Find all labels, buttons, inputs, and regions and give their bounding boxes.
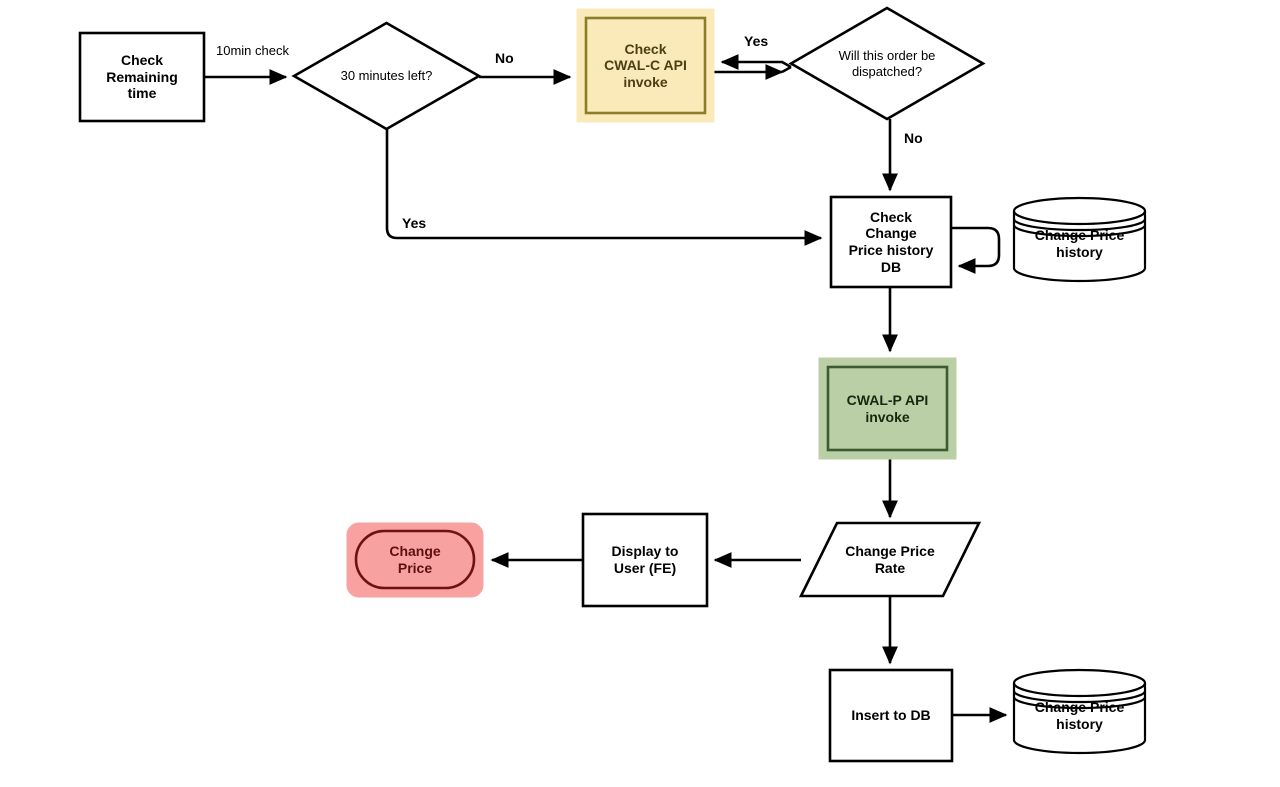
- edge-label-no-right: No: [904, 130, 923, 146]
- node-display-to-user-fe[interactable]: [581, 512, 709, 608]
- edge-checkdb-self-loop: [951, 226, 1001, 275]
- edge-label-yes-left: Yes: [402, 215, 427, 231]
- node-change-price[interactable]: [346, 522, 484, 598]
- node-check-remaining-time[interactable]: [78, 31, 206, 123]
- connectors-group: Check CWAL-C API invoke --> Check Change…: [204, 53, 1008, 724]
- edge-label-10min-check: 10min check: [216, 43, 289, 58]
- node-insert-to-db[interactable]: [828, 668, 954, 763]
- node-thirty-minutes-left[interactable]: [291, 21, 482, 131]
- edge-label-no-top: No: [495, 50, 514, 66]
- node-will-this-order-be-dispatched[interactable]: [788, 6, 986, 121]
- edge-cwalc-to-dispatch-stub2: [781, 65, 792, 74]
- edge-cwalc-to-dispatch-stub: [781, 60, 792, 69]
- node-change-price-history-db-top[interactable]: [1012, 196, 1147, 283]
- node-change-price-rate[interactable]: [798, 521, 982, 598]
- node-cwal-p-api-invoke[interactable]: [818, 357, 957, 460]
- node-check-cwal-c-api-invoke[interactable]: [576, 8, 715, 123]
- edge-decision-yes-to-checkdb: [385, 129, 823, 247]
- node-change-price-history-db-bottom[interactable]: [1012, 668, 1147, 755]
- edge-label-yes-top: Yes: [744, 33, 769, 49]
- node-check-change-price-history-db[interactable]: [829, 195, 953, 289]
